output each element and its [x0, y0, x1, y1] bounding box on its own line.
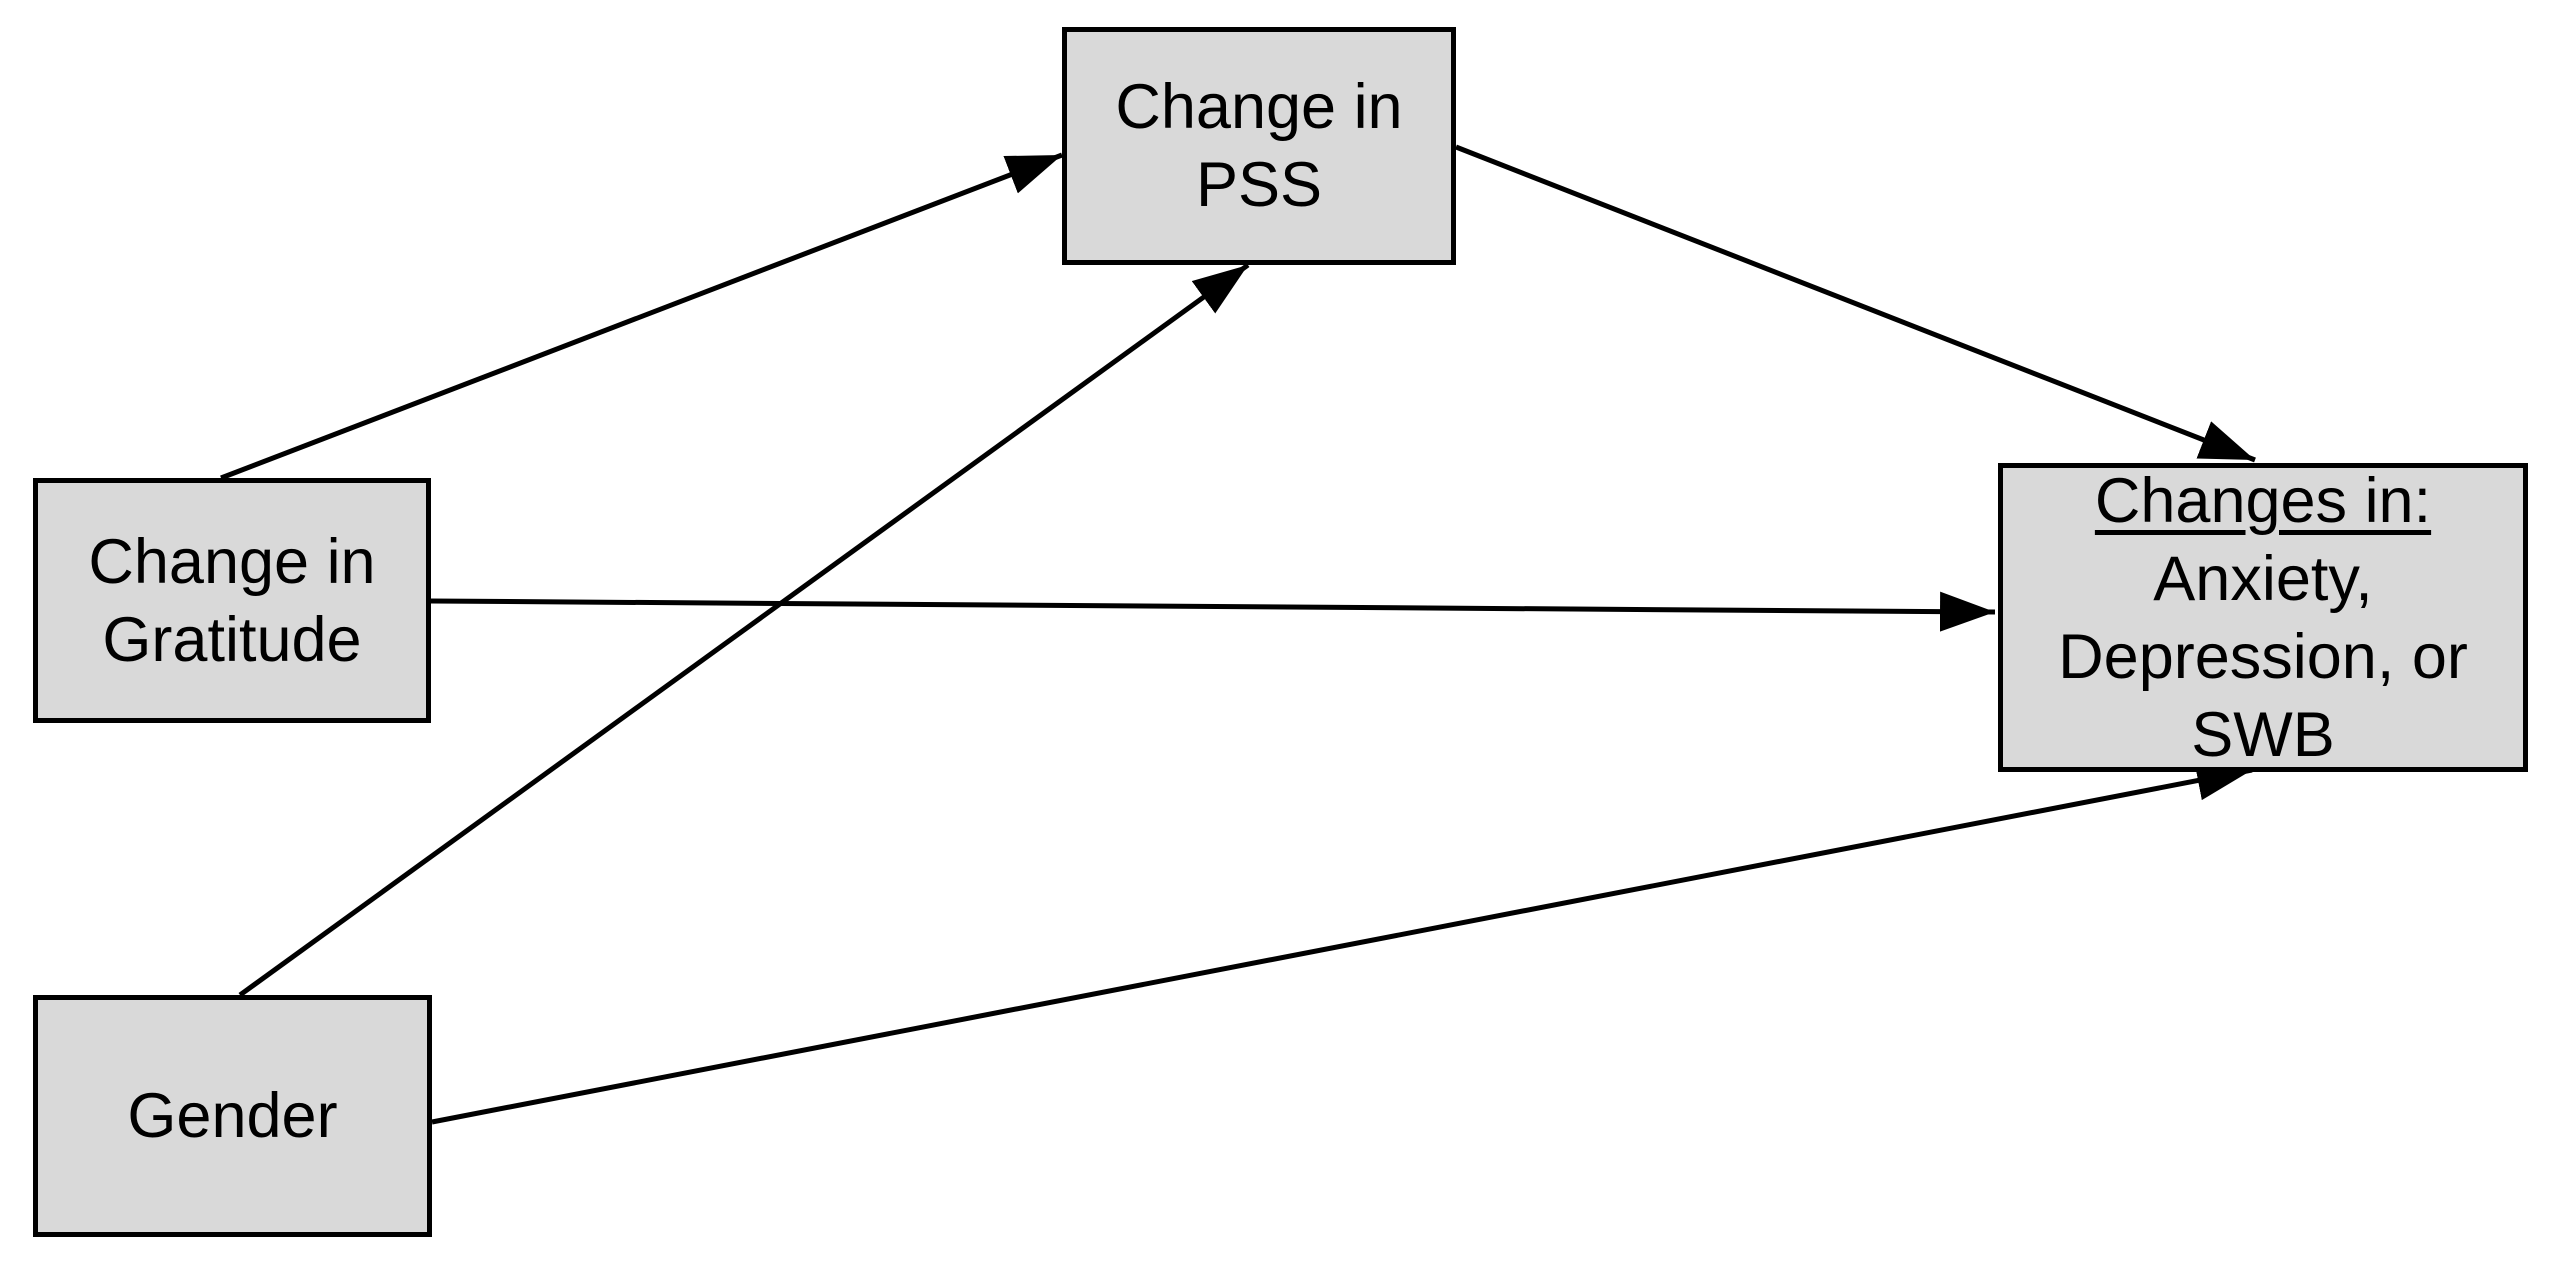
node-change-in-pss-label: Change in PSS	[1115, 68, 1402, 224]
node-outcomes-heading: Changes in:	[2094, 465, 2432, 536]
node-text-line: Change in	[1115, 72, 1403, 142]
node-outcomes: Changes in: Anxiety, Depression, or SWB	[1998, 463, 2528, 772]
arrow-gender-to-outcomes	[431, 760, 2253, 1125]
arrow-gratitude-to-outcomes	[430, 591, 1996, 632]
node-text-line: SWB	[2191, 699, 2335, 770]
arrow-pss-to-outcomes	[1455, 144, 2256, 463]
node-change-in-gratitude: Change in Gratitude	[33, 478, 431, 723]
node-text-line: PSS	[1195, 150, 1323, 220]
arrow-gratitude-to-pss	[220, 152, 1063, 481]
node-gender-label: Gender	[127, 1077, 337, 1155]
node-outcomes-label: Changes in: Anxiety, Depression, or SWB	[2058, 462, 2468, 774]
node-gender: Gender	[33, 995, 432, 1237]
node-text-line: Gender	[127, 1081, 338, 1151]
node-text-line: Depression, or	[2058, 621, 2468, 692]
node-change-in-pss: Change in PSS	[1062, 27, 1456, 265]
arrow-gender-to-pss	[238, 262, 1250, 998]
node-change-in-gratitude-label: Change in Gratitude	[88, 523, 375, 679]
node-text-line: Anxiety,	[2153, 543, 2373, 614]
node-text-line: Gratitude	[102, 604, 362, 675]
node-text-line: Change in	[88, 526, 376, 597]
